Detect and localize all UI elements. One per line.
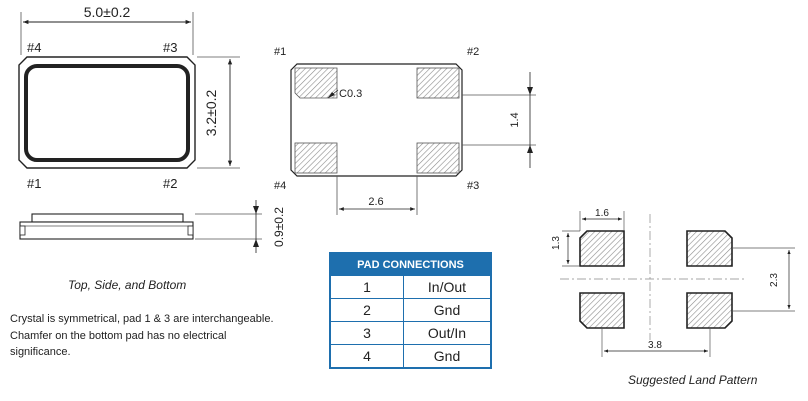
land-pitch-v-label: 2.3 (769, 273, 780, 287)
table-row: 3 Out/In (329, 321, 492, 345)
table-row: 1 In/Out (329, 275, 492, 299)
top-pin-2-label: #2 (163, 176, 177, 191)
pad-function-cell: In/Out (403, 275, 492, 299)
pad-pin-cell: 1 (329, 275, 404, 299)
pitch-h-label: 2.6 (368, 196, 383, 208)
pad-pin-cell: 4 (329, 344, 404, 369)
pad-function-cell: Gnd (403, 298, 492, 322)
chamfer-label: C0.3 (339, 88, 362, 100)
pad-pin-cell: 3 (329, 321, 404, 345)
bottom-view: C0.3 #1 #2 #4 #3 2.6 1.4 (274, 46, 536, 215)
land-pattern-caption: Suggested Land Pattern (628, 373, 758, 387)
bottom-pad-3 (416, 67, 460, 99)
bottom-pin-1-label: #1 (274, 46, 286, 58)
top-side-bottom-caption: Top, Side, and Bottom (68, 278, 187, 292)
bottom-pin-2-label: #2 (467, 46, 479, 58)
bottom-pad-1 (294, 142, 338, 174)
table-row: 4 Gnd (329, 344, 492, 369)
bottom-pin-4-label: #4 (274, 180, 286, 192)
width-dimension-label: 5.0±0.2 (84, 4, 131, 20)
note-line-2: Chamfer on the bottom pad has no electri… (10, 329, 227, 342)
note-line-1: Crystal is symmetrical, pad 1 & 3 are in… (10, 313, 274, 325)
land-pitch-h-label: 3.8 (648, 340, 662, 351)
land-pad-top-left (579, 230, 625, 267)
top-pin-1-label: #1 (27, 176, 41, 191)
bottom-pad-4 (294, 67, 338, 99)
pitch-v-label: 1.4 (509, 112, 521, 127)
land-pattern: 1.6 1.3 2.3 3.8 (551, 208, 795, 357)
pad-function-cell: Gnd (403, 344, 492, 369)
land-pad-height-label: 1.3 (551, 236, 562, 250)
bottom-pad-2 (416, 142, 460, 174)
land-pad-top-right (686, 230, 733, 267)
height-dimension-label: 3.2±0.2 (203, 89, 219, 136)
bottom-pin-3-label: #3 (467, 180, 479, 192)
top-view: 5.0±0.2 3.2±0.2 #4 #3 #1 #2 (18, 4, 240, 191)
pad-table-title: PAD CONNECTIONS (330, 253, 491, 276)
land-pad-bottom-left (579, 292, 625, 329)
top-pin-4-label: #4 (27, 40, 41, 55)
land-pad-bottom-right (686, 292, 733, 329)
side-view: 0.9±0.2 (19, 200, 286, 253)
package-lid (24, 64, 190, 162)
symmetry-note: Crystal is symmetrical, pad 1 & 3 are in… (10, 311, 310, 361)
land-pad-width-label: 1.6 (595, 208, 609, 219)
pad-function-cell: Out/In (403, 321, 492, 345)
note-line-3: significance. (10, 346, 71, 358)
thickness-dimension-label: 0.9±0.2 (272, 207, 286, 247)
top-pin-3-label: #3 (163, 40, 177, 55)
table-row: 2 Gnd (329, 298, 492, 322)
pad-connections-table: PAD CONNECTIONS 1 In/Out 2 Gnd 3 Out/In … (329, 252, 492, 369)
pad-pin-cell: 2 (329, 298, 404, 322)
